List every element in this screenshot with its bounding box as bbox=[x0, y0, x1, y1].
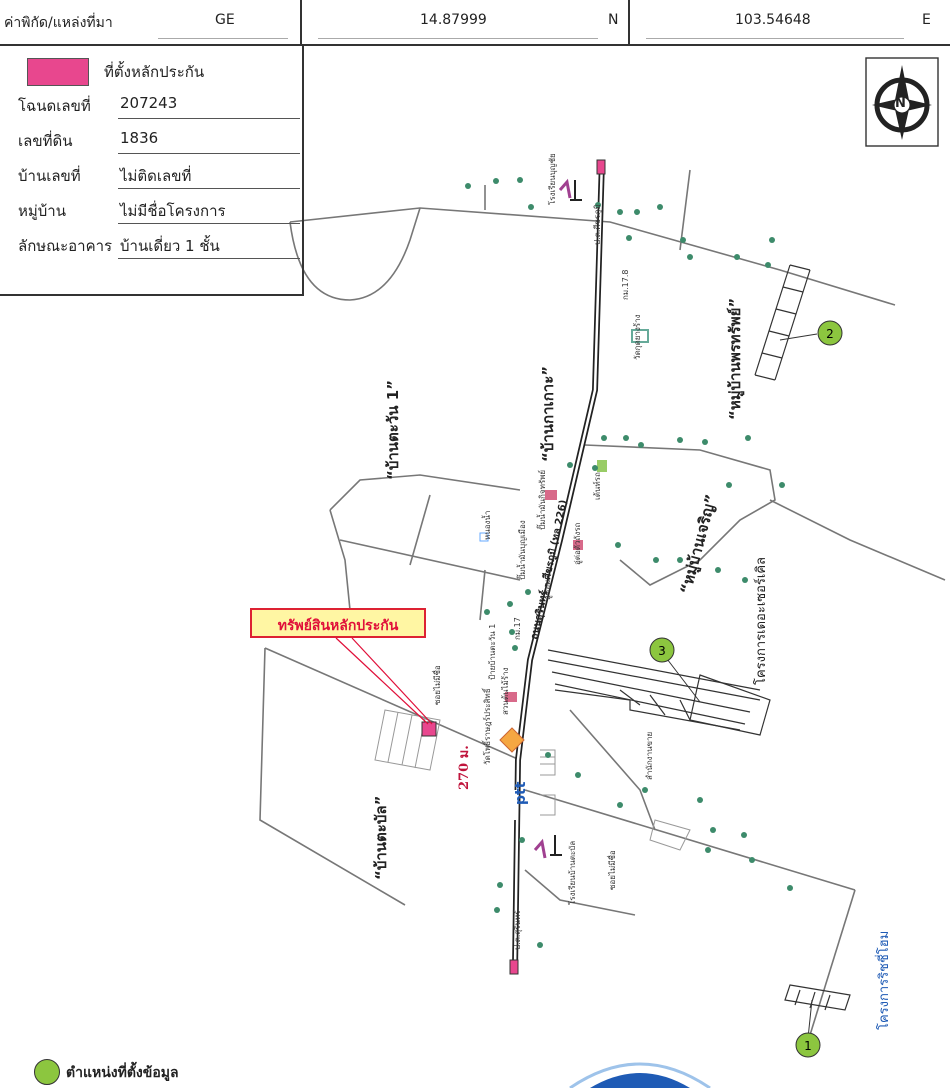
poi-unnamed-soi-1: ซอยไม่มีชื่อ bbox=[431, 665, 442, 705]
collateral-color-swatch bbox=[27, 58, 89, 86]
collateral-callout: ทรัพย์สินหลักประกัน bbox=[250, 608, 426, 638]
point-2-leader bbox=[779, 333, 818, 341]
collateral-location-marker bbox=[421, 721, 437, 737]
coord-label: ค่าพิกัด/แหล่งที่มา bbox=[4, 15, 113, 31]
data-point-3: 3 bbox=[649, 637, 675, 663]
data-point-2-label: 2 bbox=[826, 327, 834, 341]
info-key: ลักษณะอาคาร bbox=[18, 237, 113, 255]
road-end-south bbox=[509, 959, 519, 975]
poi-boon-muang-station: ปั๊มน้ำมันบุญเมือง bbox=[516, 520, 527, 580]
info-row-land-number: เลขที่ดิน 1836 bbox=[0, 121, 302, 155]
village-porn-sap: “หมู่บ้านพรทรัพย์” bbox=[726, 298, 745, 420]
plots-richy bbox=[784, 984, 851, 1011]
data-point-legend-label: ตำแหน่งที่ตั้งข้อมูล bbox=[66, 1065, 179, 1081]
distance-label: 270 ม. bbox=[457, 745, 472, 790]
project-the-circle: โครงการเดอะเซอร์เคิล bbox=[753, 557, 769, 685]
plots-misc bbox=[540, 749, 691, 851]
poi-km-17: กม.17 bbox=[513, 617, 522, 640]
compass-letter: N bbox=[895, 96, 906, 111]
data-point-3-label: 3 bbox=[658, 644, 666, 658]
ptt-logo: ptt bbox=[503, 781, 529, 820]
poi-kit-sap-station: ปั๊มน้ำมันกิจทรัพย์ bbox=[536, 470, 547, 530]
highway-label: ถนนสุรินทร์ - ศีขรภูมิ (ทล 226) bbox=[528, 499, 570, 641]
info-key: บ้านเลขที่ bbox=[18, 167, 81, 185]
minor-roads bbox=[259, 169, 946, 1036]
poi-tent-car: เต้นท์รถ bbox=[592, 472, 602, 500]
project-richy-home: โครงการริชชี่โฮม bbox=[875, 931, 892, 1030]
poi-km-17-8: กม.17.8 bbox=[621, 270, 630, 300]
data-point-legend-icon bbox=[34, 1059, 60, 1085]
north-compass bbox=[865, 57, 939, 147]
property-info-panel: ที่ตั้งหลักประกัน โฉนดเลขที่ 207243 เลขท… bbox=[0, 44, 304, 296]
info-value: 1836 bbox=[120, 129, 159, 147]
point-1-leader bbox=[807, 999, 813, 1039]
longitude-direction: E bbox=[922, 12, 931, 28]
info-value: 207243 bbox=[120, 94, 178, 112]
road-end-north bbox=[596, 159, 606, 175]
ptt-text: ptt bbox=[513, 781, 529, 805]
village-tabal: “บ้านตะบัล” bbox=[372, 796, 390, 880]
collateral-legend-label: ที่ตั้งหลักประกัน bbox=[104, 63, 205, 81]
data-point-1: 1 bbox=[795, 1032, 821, 1058]
poi-old-garden: สวนต้นไม้ร้าง bbox=[501, 667, 510, 715]
info-key: เลขที่ดิน bbox=[18, 132, 73, 150]
poi-wat-pho: วัดโพธิ์ราษฎร์ประสิทธิ์ bbox=[481, 687, 492, 765]
data-point-2: 2 bbox=[817, 320, 843, 346]
poi-garage: อู่ซ่อม bbox=[543, 580, 553, 600]
longitude-value: 103.54648 bbox=[735, 12, 811, 28]
plots-collateral bbox=[374, 709, 441, 771]
tree-symbols bbox=[465, 177, 793, 948]
poi-tawan-sign: ป้ายบ้านตะวัน 1 bbox=[488, 624, 497, 680]
callout-leader bbox=[335, 637, 433, 725]
latitude-value: 14.87999 bbox=[420, 12, 487, 28]
poi-body-shop: อู่ต่อตัวถังรถ bbox=[573, 522, 583, 565]
latitude-direction: N bbox=[608, 12, 619, 28]
poi-unnamed-soi-2: ซอยไม่มีชื่อ bbox=[606, 850, 617, 890]
data-point-1-label: 1 bbox=[804, 1039, 812, 1053]
info-row-village: หมู่บ้าน ไม่มีชื่อโครงการ bbox=[0, 191, 302, 225]
info-value: บ้านเดี่ยว 1 ชั้น bbox=[120, 237, 220, 255]
poi-surin-end: ป.ต.สุรินทร์ bbox=[512, 910, 522, 950]
info-key: หมู่บ้าน bbox=[18, 202, 66, 220]
info-key: โฉนดเลขที่ bbox=[18, 97, 91, 115]
plots-porn-sap bbox=[754, 264, 811, 381]
poi-sales-office: สำนักงานขาย bbox=[645, 732, 654, 780]
plots-circle bbox=[547, 649, 771, 736]
partial-logo bbox=[569, 1062, 711, 1088]
poi-pond: หนองน้ำ bbox=[481, 511, 492, 540]
coord-source: GE bbox=[215, 12, 235, 28]
village-ka-kao: “บ้านกาเกาะ” bbox=[539, 366, 557, 462]
info-row-deed: โฉนดเลขที่ 207243 bbox=[0, 86, 302, 120]
coordinates-header: ค่าพิกัด/แหล่งที่มา GE 14.87999 N 103.54… bbox=[0, 0, 950, 46]
poi-sikhoraphum-end: ป.ต.ศีขรภูมิ bbox=[593, 204, 603, 245]
poi-school-boonchai: โรงเรียนบุญชัย bbox=[547, 153, 557, 205]
info-value: ไม่มีชื่อโครงการ bbox=[120, 202, 226, 220]
info-value: ไม่ติดเลขที่ bbox=[120, 167, 192, 185]
highway bbox=[512, 159, 605, 971]
poi-icons bbox=[479, 178, 649, 859]
collateral-callout-text: ทรัพย์สินหลักประกัน bbox=[277, 618, 399, 634]
info-row-building-type: ลักษณะอาคาร บ้านเดี่ยว 1 ชั้น bbox=[0, 226, 302, 260]
village-tawan-1: “บ้านตะวัน 1” bbox=[384, 380, 402, 480]
poi-school-tabal: โรงเรียนบ้านตะบัล bbox=[567, 841, 577, 905]
info-row-house-number: บ้านเลขที่ ไม่ติดเลขที่ bbox=[0, 156, 302, 190]
poi-wat-kudyang: วัดกุดยางร้าง bbox=[633, 314, 642, 360]
point-3-leader bbox=[663, 654, 701, 703]
